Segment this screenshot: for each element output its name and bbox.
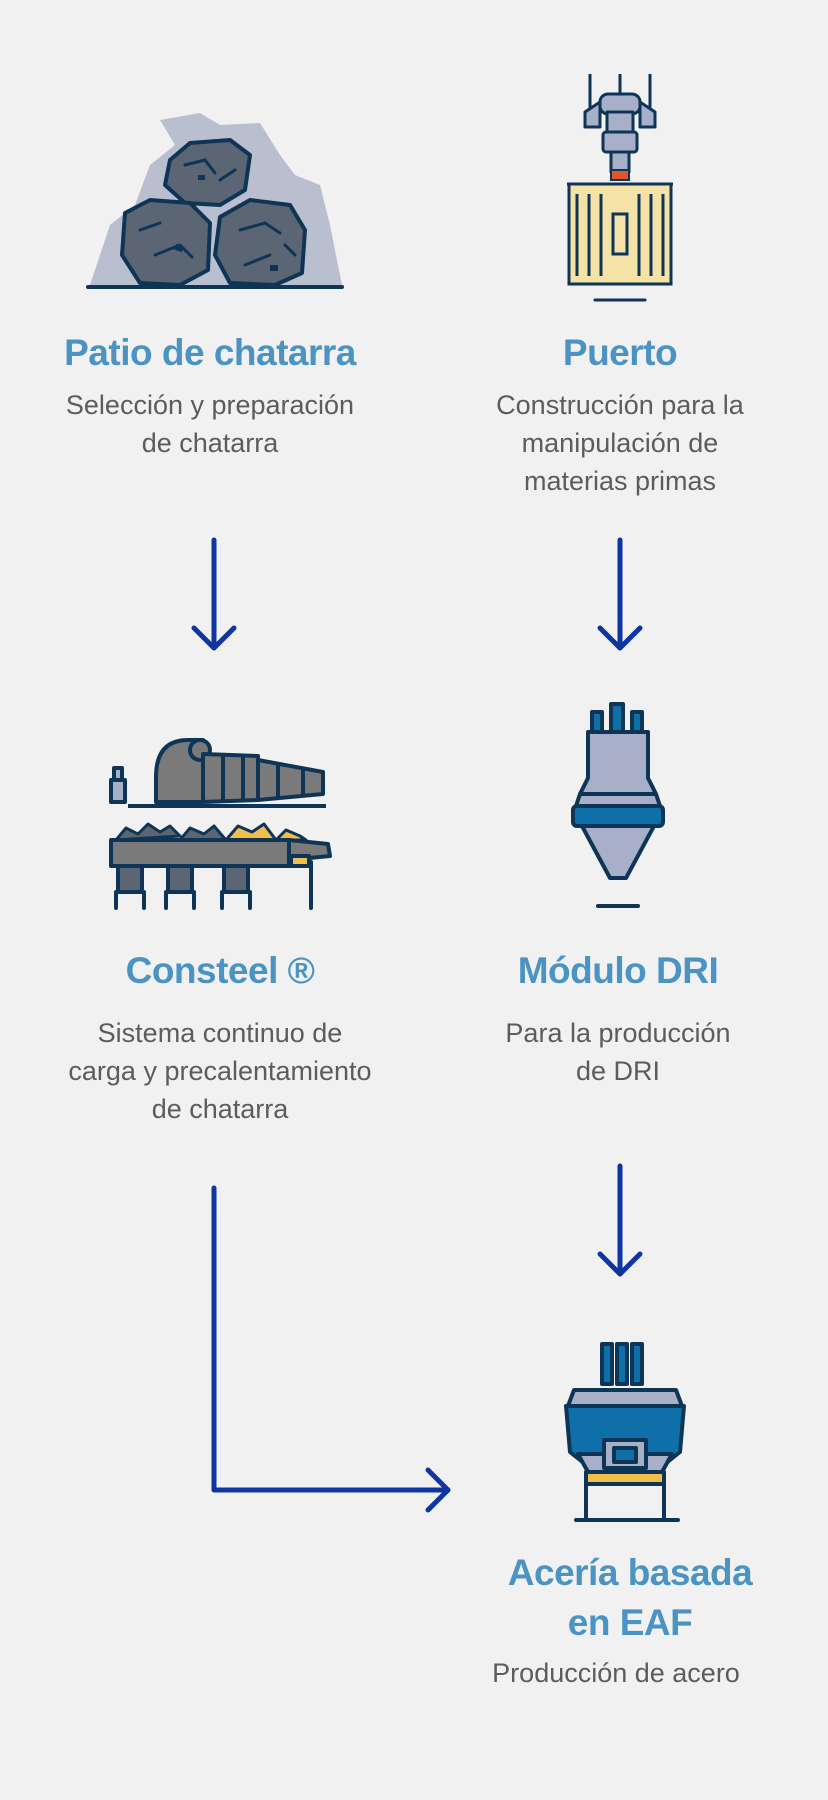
- crane-container-icon: [567, 74, 673, 302]
- arrow-dri-module-to-eaf: [597, 1163, 643, 1277]
- scrap-yard-description: Selección y preparación de chatarra: [65, 390, 355, 458]
- dri-module-description: Para la producción de DRI: [505, 1018, 731, 1086]
- arrow-scrap-yard-to-consteel: [191, 537, 237, 651]
- arrow-consteel-to-eaf: [211, 1185, 451, 1513]
- dri-module-icon: [571, 702, 665, 908]
- dri-module-title: Módulo DRI: [517, 950, 719, 991]
- port-description: Construcción para la manipulación de mat…: [496, 390, 744, 496]
- eaf-steelworks-title: Acería basada en EAF: [507, 1552, 753, 1643]
- electric-arc-furnace-icon: [564, 1342, 686, 1522]
- consteel-description: Sistema continuo de carga y precalentami…: [68, 1018, 372, 1124]
- port-title: Puerto: [562, 332, 678, 373]
- arrow-port-to-dri-module: [597, 537, 643, 651]
- eaf-steelworks-description: Producción de acero: [492, 1658, 740, 1688]
- consteel-title: Consteel ®: [125, 950, 315, 991]
- scrap-yard-title: Patio de chatarra: [64, 332, 356, 373]
- scrap-pile-icon: [86, 113, 344, 289]
- conveyor-furnace-icon: [109, 738, 332, 910]
